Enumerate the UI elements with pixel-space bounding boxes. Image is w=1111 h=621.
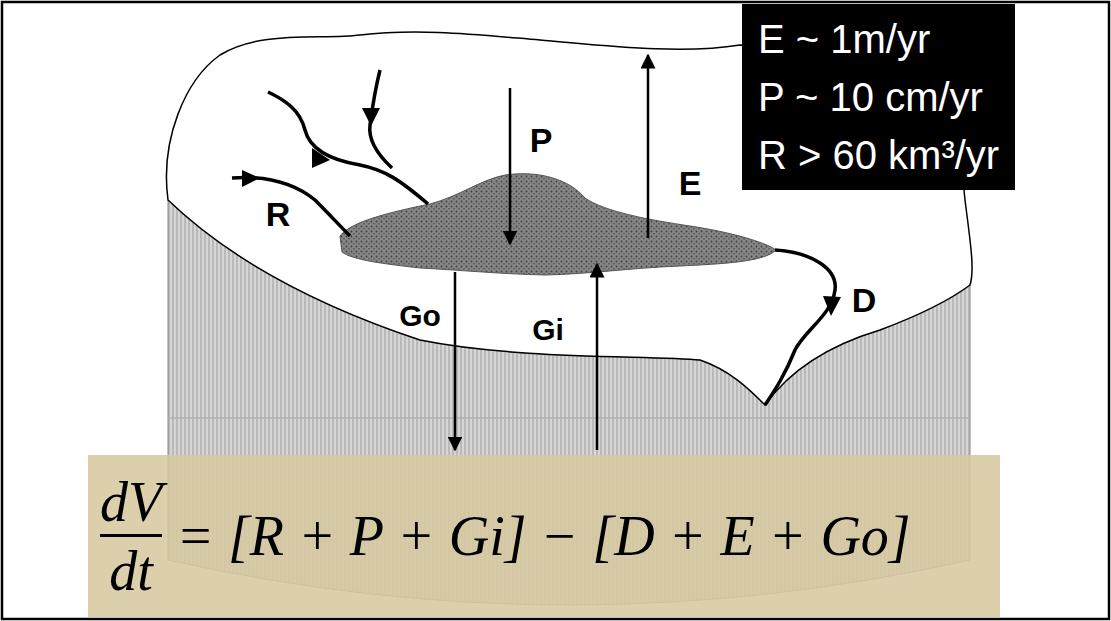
value-text: P ~ 10 cm/yr	[758, 68, 999, 126]
numerator: dV	[100, 474, 162, 530]
outflow-label: D	[852, 283, 877, 317]
evaporation-label: E	[679, 166, 702, 200]
river-arrowhead	[362, 108, 380, 126]
equation-text: = [R + P + Gi] − [D + E + Go]	[176, 508, 910, 564]
groundwater-in-label: Gi	[532, 315, 564, 345]
evaporation-arrow	[647, 55, 650, 238]
equation-band: dV dt = [R + P + Gi] − [D + E + Go]	[88, 455, 1000, 617]
groundwater-out-arrow	[454, 272, 457, 450]
fraction-bar	[100, 534, 162, 537]
value-text: R > 60 km³/yr	[758, 126, 999, 184]
precipitation-arrow	[509, 88, 512, 244]
river-arrowhead	[242, 170, 260, 187]
value-box: E ~ 1m/yrP ~ 10 cm/yrR > 60 km³/yr	[742, 4, 1015, 190]
inflow-river	[232, 178, 350, 236]
lake	[340, 174, 776, 275]
fraction: dV dt	[100, 474, 162, 599]
depth-line	[168, 417, 970, 419]
river-arrowhead	[823, 296, 841, 316]
denominator: dt	[109, 543, 153, 599]
outflow-river	[765, 250, 835, 405]
precipitation-label: P	[530, 123, 553, 157]
inflow-river	[268, 92, 428, 204]
groundwater-out-label: Go	[399, 301, 441, 331]
groundwater-in-arrow	[596, 264, 599, 450]
value-text: E ~ 1m/yr	[758, 10, 999, 68]
inflow-label: R	[266, 197, 291, 231]
river-arrowhead	[312, 148, 330, 168]
